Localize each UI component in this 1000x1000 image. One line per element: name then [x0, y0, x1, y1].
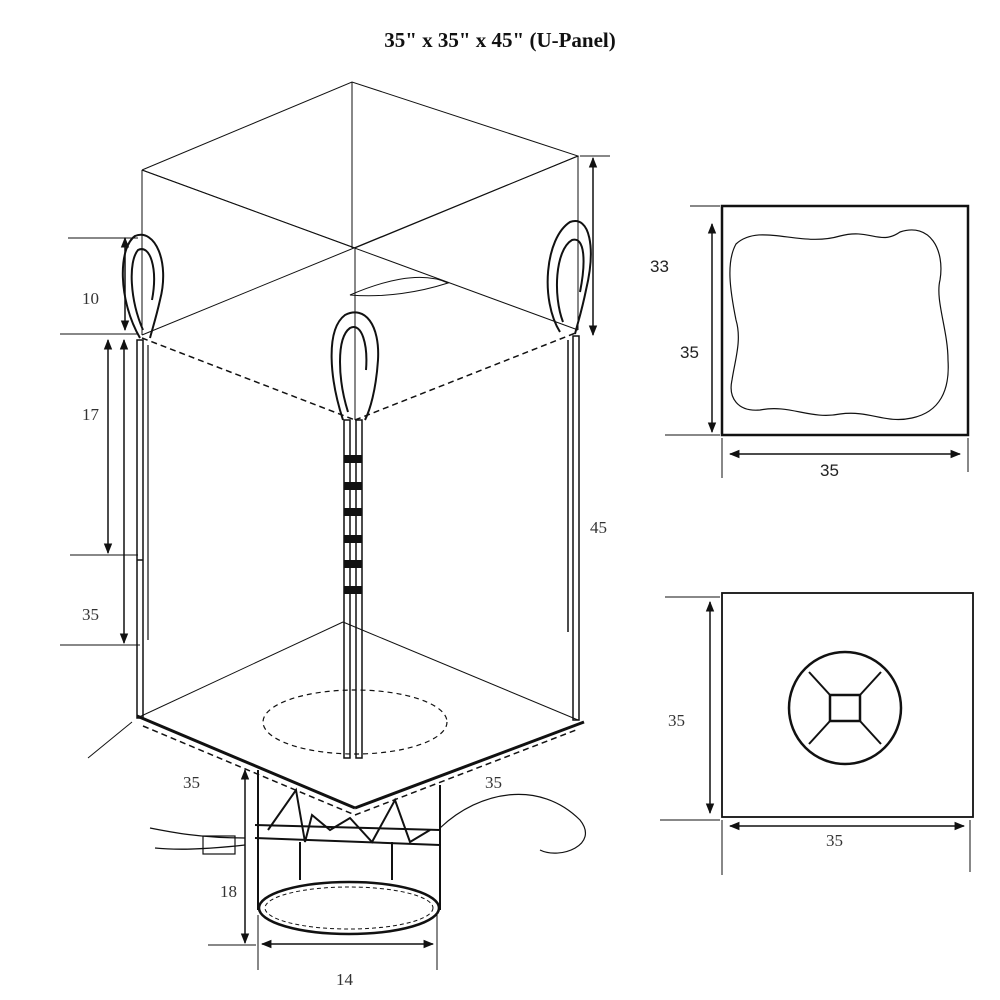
discharge-outline: [262, 689, 448, 755]
lifting-loop-front: [330, 311, 380, 421]
bag-base: [136, 621, 579, 721]
top-view-height-label: 35: [680, 343, 699, 362]
bottom-view-height-label: 35: [668, 711, 685, 730]
front-webbing: [344, 455, 362, 594]
discharge-spout: [149, 770, 587, 936]
top-opening-outline: [729, 229, 949, 421]
bottom-view-width-label: 35: [826, 831, 843, 850]
diagram-title: 35" x 35" x 45" (U-Panel): [384, 28, 616, 52]
top-skirt: [141, 81, 580, 420]
lifting-loop-left: [121, 233, 165, 339]
top-view-inner-label: 33: [650, 257, 669, 276]
top-view-width-label: 35: [820, 461, 839, 480]
base-left-label: 35: [183, 773, 200, 792]
spout-height-label: 18: [220, 882, 237, 901]
base-right-label: 35: [485, 773, 502, 792]
bag-dimensions: [60, 155, 610, 970]
bottom-view-panel: [660, 592, 974, 875]
discharge-center: [828, 693, 862, 723]
upper-seam-label: 17: [82, 405, 100, 424]
loop-height-label: 10: [82, 289, 99, 308]
bag-base-outline: [136, 714, 585, 810]
top-view-panel: [665, 204, 970, 478]
top-rim: [141, 331, 579, 421]
lifting-loop-right: [546, 220, 592, 335]
corner-edges: [136, 335, 580, 759]
bag-body: [121, 81, 592, 936]
discharge-circle: [787, 650, 903, 766]
spout-diameter-label: 14: [336, 970, 354, 989]
height-label: 45: [590, 518, 607, 537]
lower-side-label: 35: [82, 605, 99, 624]
